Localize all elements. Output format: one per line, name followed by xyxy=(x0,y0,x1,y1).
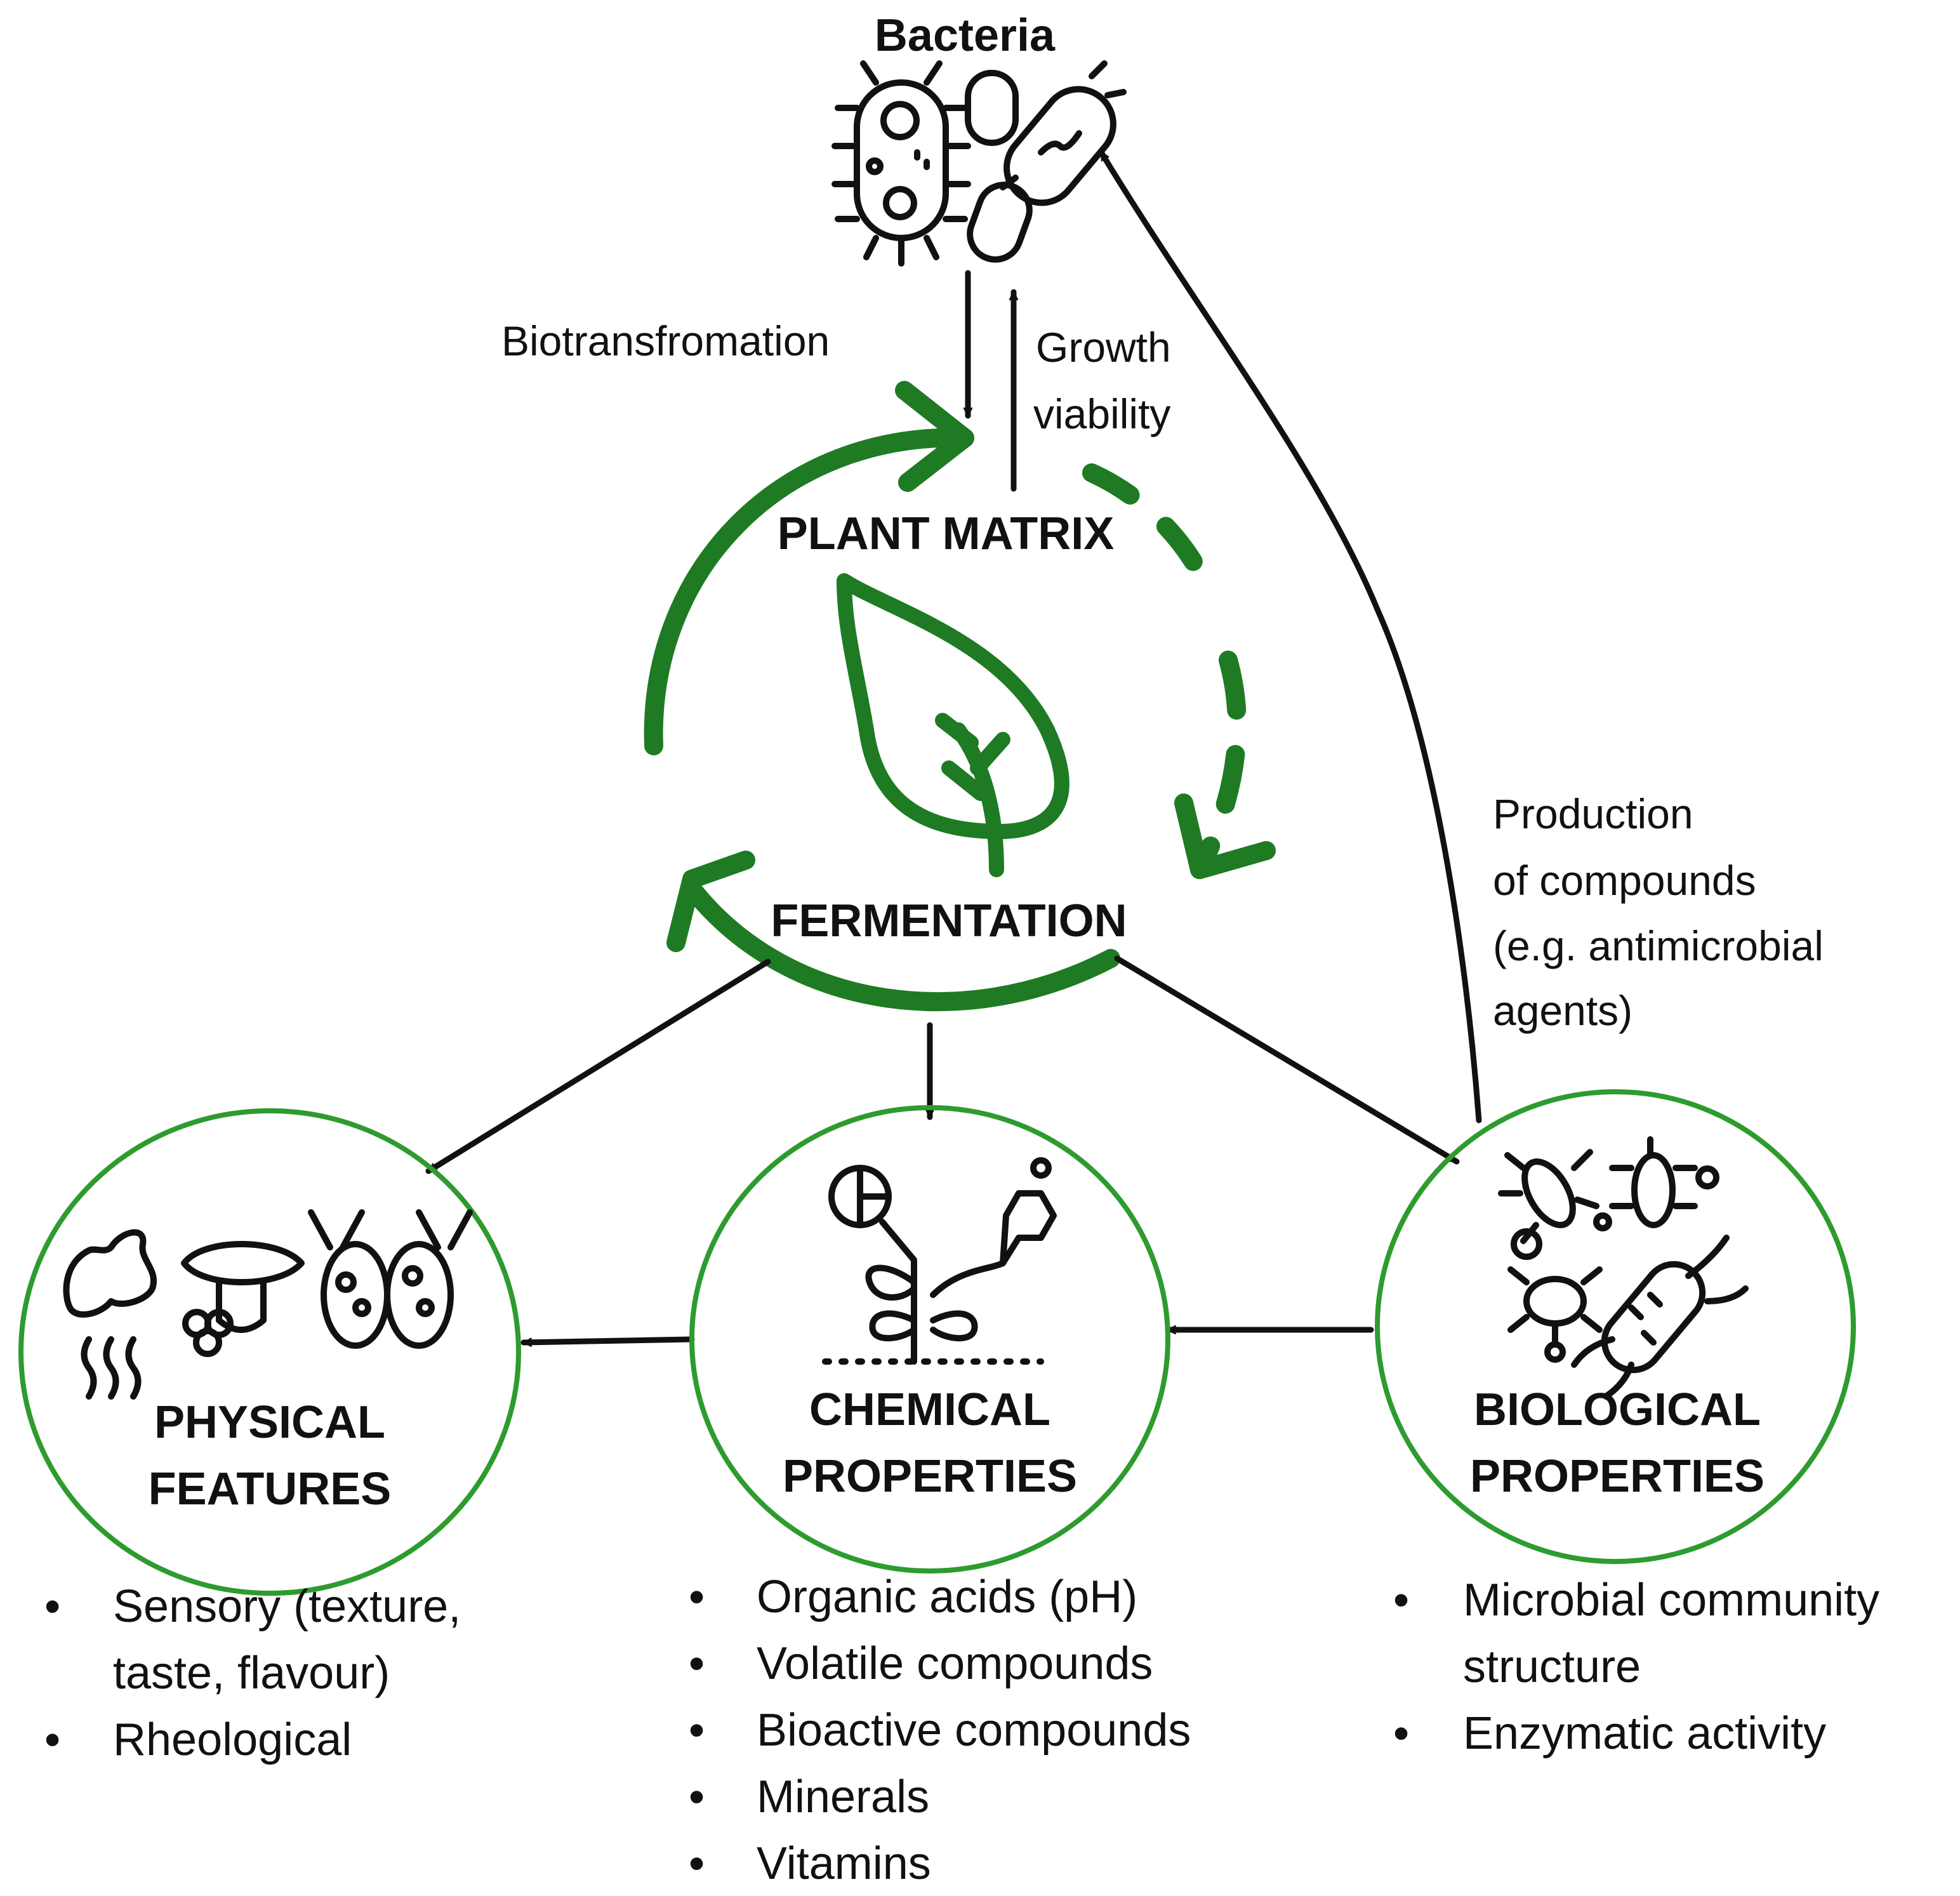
leaf-icon xyxy=(837,573,1069,877)
production-label-1: Production xyxy=(1493,790,1693,837)
chemical-bullets: • Organic acids (pH) • Volatile compound… xyxy=(689,1572,1191,1889)
production-label-3: (e.g. antimicrobial xyxy=(1493,922,1824,969)
biological-properties-circle xyxy=(1375,1089,1856,1564)
physical-bullets: • Sensory (texture, taste, flavour) • Rh… xyxy=(44,1581,461,1765)
list-item: Volatile compounds xyxy=(757,1638,1153,1689)
bullet-dot: • xyxy=(44,1714,60,1765)
bullet-dot: • xyxy=(44,1581,60,1632)
list-item: structure xyxy=(1463,1641,1641,1692)
sensory-icons xyxy=(63,1209,473,1400)
chemical-title-1: CHEMICAL xyxy=(809,1384,1050,1435)
viability-label: viability xyxy=(1033,390,1170,437)
bullet-dot: • xyxy=(689,1772,705,1822)
bacteria-icon xyxy=(831,60,1127,267)
list-item: Microbial community xyxy=(1463,1575,1879,1626)
arrow-to-physical xyxy=(425,958,771,1174)
arrow-chemical-to-physical xyxy=(520,1336,695,1348)
list-item: Sensory (texture, xyxy=(113,1581,461,1632)
chemical-title-2: PROPERTIES xyxy=(783,1451,1077,1502)
production-arrow xyxy=(1098,149,1482,1124)
bullet-dot: • xyxy=(689,1705,705,1756)
biological-title-2: PROPERTIES xyxy=(1470,1451,1765,1502)
bacteria-title: Bacteria xyxy=(875,10,1056,61)
bullet-dot: • xyxy=(689,1838,705,1889)
list-item: Minerals xyxy=(757,1772,929,1822)
biotransformation-label: Biotransfromation xyxy=(501,317,830,364)
chemical-properties-circle xyxy=(689,1105,1170,1574)
physical-title-2: FEATURES xyxy=(149,1464,392,1515)
bullet-dot: • xyxy=(689,1572,705,1622)
list-item: Organic acids (pH) xyxy=(757,1572,1137,1622)
microbes-icon xyxy=(1498,1136,1749,1400)
fermentation-label: FERMENTATION xyxy=(771,896,1127,946)
physical-title-1: PHYSICAL xyxy=(154,1397,385,1448)
bullet-dot: • xyxy=(1393,1575,1409,1626)
list-item: Bioactive compounds xyxy=(757,1705,1191,1756)
list-item: taste, flavour) xyxy=(113,1648,390,1699)
list-item: Vitamins xyxy=(757,1838,931,1889)
cycle-arrows-icon xyxy=(644,381,1276,1012)
plant-matrix-label: PLANT MATRIX xyxy=(778,508,1115,559)
list-item: Enzymatic activity xyxy=(1463,1708,1826,1759)
growth-label: Growth xyxy=(1036,324,1171,371)
biological-bullets: • Microbial community structure • Enzyma… xyxy=(1393,1575,1879,1759)
arrow-to-biological xyxy=(1114,955,1460,1165)
production-label-4: agents) xyxy=(1493,987,1632,1034)
production-label-2: of compounds xyxy=(1493,857,1756,904)
list-item: Rheological xyxy=(113,1714,352,1765)
biological-title-1: BIOLOGICAL xyxy=(1474,1384,1761,1435)
physical-features-circle xyxy=(18,1108,521,1596)
bullet-dot: • xyxy=(1393,1708,1409,1759)
bullet-dot: • xyxy=(689,1638,705,1689)
plant-molecule-icon xyxy=(822,1157,1057,1365)
